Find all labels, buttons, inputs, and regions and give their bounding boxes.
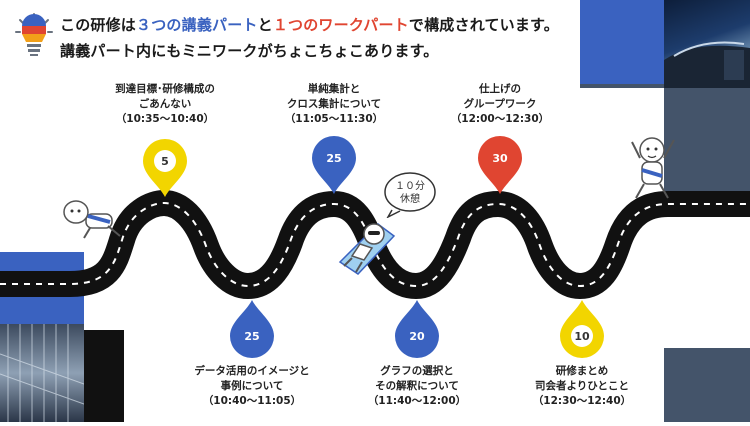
top-right-photo [664, 0, 750, 88]
top-right-blue-block [580, 0, 664, 84]
milestone-pin-2: 25 [230, 300, 274, 358]
break-bubble-line-1: １０分 [395, 180, 425, 192]
pin-4-shape [395, 300, 439, 358]
milestone-6-time: （12:30～12:40） [532, 395, 632, 407]
milestone-label-5: 仕上げの グループワーク （12:00～12:30） [420, 82, 580, 127]
milestone-3-time: （11:05～11:30） [284, 113, 384, 125]
header-text-b: と [257, 16, 273, 34]
milestone-4-title: グラフの選択と [380, 365, 454, 377]
milestone-pin-1: 5 [143, 139, 187, 197]
bottom-left-photo [0, 324, 85, 422]
pin-4-number: 20 [409, 330, 425, 343]
milestone-label-3: 単純集計と クロス集計について （11:05～11:30） [254, 82, 414, 127]
pin-3-shape [312, 136, 356, 194]
milestone-1-time: （10:35～10:40） [115, 113, 215, 125]
right-slate-block [664, 88, 750, 206]
work-part-count: １つのワークパート [272, 16, 409, 34]
milestone-pin-4: 20 [395, 300, 439, 358]
lecture-part-count: ３つの講義パート [136, 16, 258, 34]
milestone-2-subtitle: 事例について [220, 380, 284, 392]
pin-2-shape [230, 300, 274, 358]
pin-1-number: 5 [161, 155, 169, 168]
bottom-left-dark-block [84, 330, 124, 422]
header-text-a: この研修は [60, 16, 137, 34]
pin-6-number: 10 [574, 330, 590, 343]
header-line-2: 講義パート内にもミニワークがちょこちょこあります。 [60, 42, 439, 60]
milestone-5-title: 仕上げの [479, 83, 521, 95]
milestone-6-subtitle: 司会者よりひとこと [535, 380, 629, 392]
milestone-1-subtitle: ごあんない [138, 98, 192, 110]
milestone-label-1: 到達目標･研修構成の ごあんない （10:35～10:40） [85, 82, 245, 127]
milestone-2-time: （10:40～11:05） [202, 395, 302, 407]
break-speech-bubble: １０分 休憩 [384, 172, 436, 218]
pin-2-number: 25 [244, 330, 259, 343]
milestone-2-title: データ活用のイメージと [194, 365, 310, 377]
milestone-5-time: （12:00～12:30） [450, 113, 550, 125]
night-building-image [664, 41, 750, 88]
milestone-6-title: 研修まとめ [555, 365, 609, 377]
pin-5-number: 30 [492, 152, 508, 165]
milestone-label-2: データ活用のイメージと 事例について （10:40～11:05） [172, 364, 332, 409]
pin-5-shape [478, 136, 522, 194]
milestone-pin-3: 25 [312, 136, 356, 194]
pin-3-number: 25 [326, 152, 341, 165]
bottom-right-slate-block [664, 348, 750, 422]
milestone-pin-6: 10 [560, 300, 604, 358]
milestone-1-title: 到達目標･研修構成の [115, 83, 215, 95]
milestone-pin-5: 30 [478, 136, 522, 194]
character-finish-cheering [631, 137, 675, 199]
character-start-crawling [63, 200, 121, 239]
header-line-1: この研修は３つの講義パートと１つのワークパートで構成されています。 [60, 14, 559, 35]
milestone-3-title: 単純集計と [307, 83, 361, 95]
header-text-c: で構成されています。 [408, 16, 559, 34]
character-resting-on-chair [338, 223, 396, 275]
lightbulb-icon [14, 12, 54, 62]
milestone-4-time: （11:40～12:00） [367, 395, 467, 407]
milestone-label-6: 研修まとめ 司会者よりひとこと （12:30～12:40） [502, 364, 662, 409]
break-bubble-line-2: 休憩 [400, 192, 420, 205]
milestone-4-subtitle: その解釈について [375, 380, 459, 392]
milestone-label-4: グラフの選択と その解釈について （11:40～12:00） [337, 364, 497, 409]
milestone-5-subtitle: グループワーク [463, 98, 537, 110]
milestone-3-subtitle: クロス集計について [286, 98, 382, 110]
building-interior-image [0, 324, 85, 422]
